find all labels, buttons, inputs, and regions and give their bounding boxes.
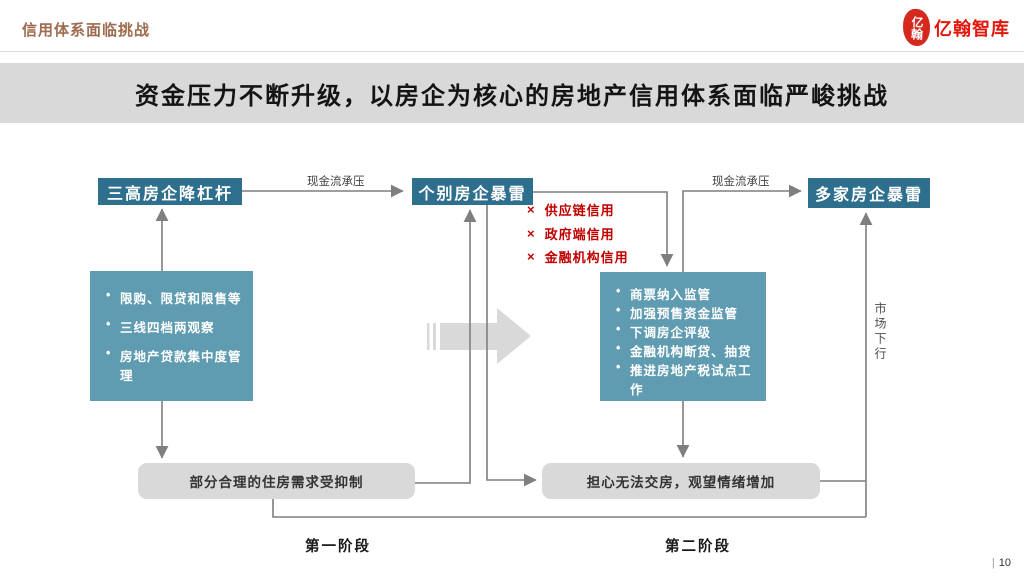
result-box-right: 担心无法交房，观望情绪增加: [542, 463, 820, 499]
cross-icon: ×: [527, 225, 536, 241]
policy-item: •下调房企评级: [616, 322, 712, 340]
cashflow-label-left: 现金流承压: [307, 176, 365, 188]
credit-failure-list: ×供应链信用 ×政府端信用 ×金融机构信用: [527, 198, 629, 269]
logo-seal-icon: 亿翰: [902, 8, 931, 47]
block-arrow-icon: [440, 308, 531, 364]
cross-icon: ×: [527, 249, 536, 265]
credit-failure-item: ×供应链信用: [527, 202, 615, 219]
block-arrow-stripe: [433, 323, 436, 350]
result-box-left: 部分合理的住房需求受抑制: [138, 463, 415, 499]
credit-failure-item: ×政府端信用: [527, 225, 615, 242]
bullet-icon: •: [106, 346, 112, 360]
policy-item: •推进房地产税试点工作: [616, 360, 752, 397]
bullet-icon: •: [616, 322, 622, 336]
node-stage2: 个别房企暴雷: [412, 178, 533, 205]
logo-text: 亿翰智库: [934, 18, 1010, 39]
credit-failure-item: ×金融机构信用: [527, 249, 629, 266]
bullet-icon: •: [616, 360, 622, 374]
policy-box-left: •限购、限贷和限售等 •三线四档两观察 •房地产贷款集中度管理: [90, 271, 253, 401]
policy-item: •三线四档两观察: [106, 317, 215, 335]
stage2-caption: 第二阶段: [665, 539, 731, 555]
policy-item: •加强预售资金监管: [616, 303, 739, 321]
page-number-divider: |: [991, 557, 995, 569]
node-stage1: 三高房企降杠杆: [98, 178, 242, 205]
policy-item: •金融机构断贷、抽贷: [616, 341, 752, 359]
policy-item: •商票纳入监管: [616, 284, 712, 302]
policy-item: •房地产贷款集中度管理: [106, 346, 242, 383]
policy-box-right: •商票纳入监管 •加强预售资金监管 •下调房企评级 •金融机构断贷、抽贷 •推进…: [600, 272, 766, 401]
bullet-icon: •: [616, 284, 622, 298]
page-number: | 10: [992, 557, 1011, 569]
page-number-value: 10: [998, 557, 1011, 569]
connector-result-left-to-stage2: [415, 209, 477, 484]
cashflow-label-right: 现金流承压: [712, 176, 770, 188]
cross-icon: ×: [527, 202, 536, 218]
slide-title: 资金压力不断升级，以房企为核心的房地产信用体系面临严峻挑战: [135, 83, 889, 110]
node-stage3: 多家房企暴雷: [808, 178, 930, 208]
bullet-icon: •: [106, 317, 112, 331]
header-divider: [0, 51, 1024, 52]
bullet-icon: •: [106, 288, 112, 302]
block-arrow-stripe: [427, 323, 430, 350]
bullet-icon: •: [616, 303, 622, 317]
title-banner: 资金压力不断升级，以房企为核心的房地产信用体系面临严峻挑战: [0, 63, 1024, 123]
policy-item: •限购、限贷和限售等: [106, 288, 242, 306]
bullet-icon: •: [616, 341, 622, 355]
connector-policyright-to-stage3: [682, 184, 802, 272]
stage1-caption: 第一阶段: [305, 539, 371, 555]
section-title: 信用体系面临挑战: [22, 22, 151, 39]
brand-logo: 亿翰 亿翰智库: [902, 8, 1010, 47]
market-down-label: 市场下行: [873, 302, 887, 362]
connector-result-left-bottom: [272, 499, 866, 518]
